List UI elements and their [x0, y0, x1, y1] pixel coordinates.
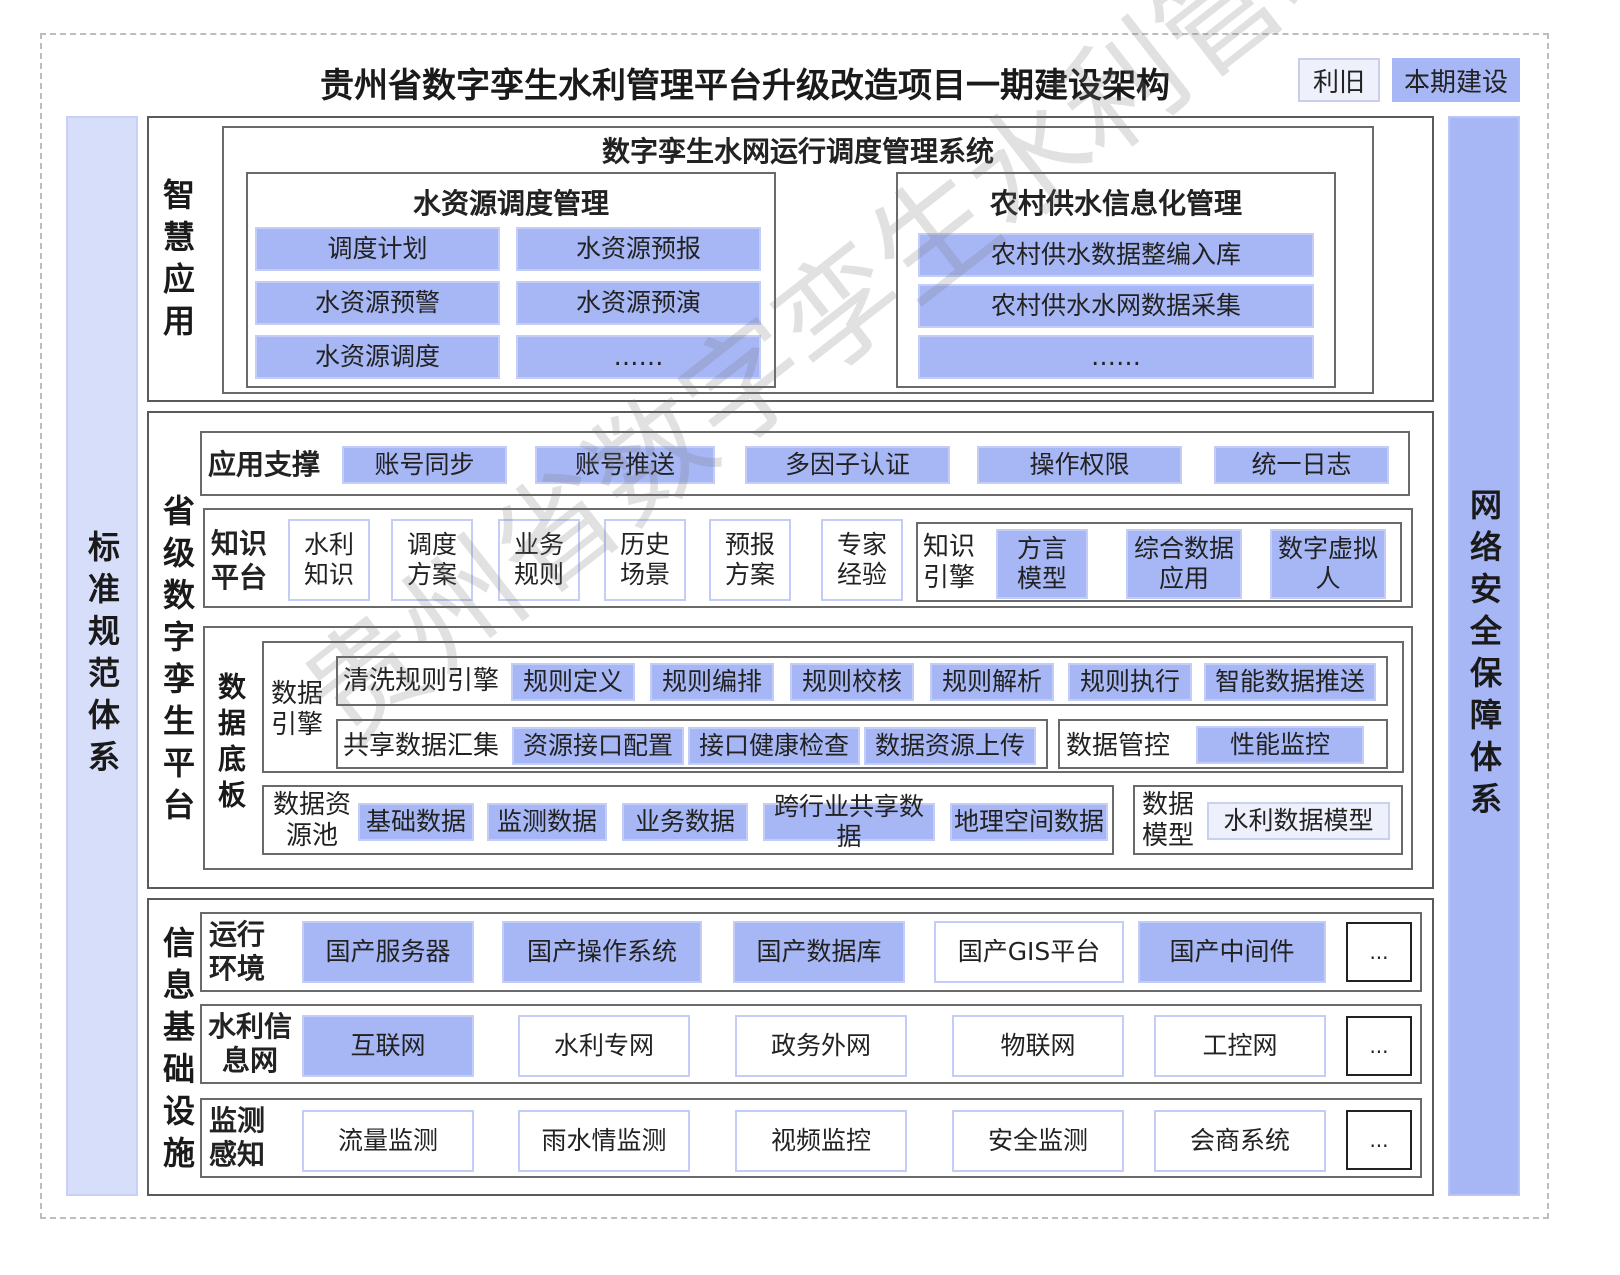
data-pool-item: 业务数据: [622, 803, 748, 841]
runtime-item: 国产数据库: [733, 921, 905, 983]
runtime-item: 国产GIS平台: [934, 921, 1124, 983]
knowledge-item: 业务规则: [498, 519, 580, 601]
rural-item: 农村供水水网数据采集: [918, 284, 1314, 328]
knowledge-engine-item: 综合数据应用: [1126, 529, 1242, 599]
network-label: 水利信息网: [207, 1010, 292, 1077]
clean-rule-item: 规则定义: [511, 663, 635, 701]
runtime-item: 国产服务器: [302, 921, 474, 983]
data-base-label: 数据底板: [214, 672, 247, 816]
water-item: ……: [516, 335, 761, 379]
network-item: 物联网: [952, 1015, 1124, 1077]
data-control-item: 性能监控: [1196, 726, 1364, 764]
water-item: 水资源调度: [255, 335, 500, 379]
sensing-more: ...: [1346, 1110, 1412, 1170]
knowledge-item: 水利知识: [288, 519, 370, 601]
standards-pillar-label: 标准规范体系: [83, 530, 121, 782]
network-item: 政务外网: [735, 1015, 907, 1077]
legend-new: 本期建设: [1392, 58, 1520, 102]
page-title: 贵州省数字孪生水利管理平台升级改造项目一期建设架构: [320, 66, 1170, 106]
app-support-item: 多因子认证: [745, 446, 950, 484]
knowledge-item: 历史场景: [604, 519, 686, 601]
app-support-label: 应用支撑: [207, 448, 320, 482]
data-model-label: 数据模型: [1141, 789, 1194, 851]
network-item: 互联网: [302, 1015, 474, 1077]
knowledge-engine-item: 数字虚拟人: [1270, 529, 1386, 599]
share-data-label: 共享数据汇集: [342, 731, 499, 762]
sensing-item: 流量监测: [302, 1110, 474, 1172]
share-data-item: 接口健康检查: [688, 727, 860, 765]
app-support-item: 操作权限: [977, 446, 1182, 484]
app-support-item: 统一日志: [1214, 446, 1389, 484]
share-data-item: 资源接口配置: [512, 727, 684, 765]
platform-label: 省级数字孪生平台: [158, 494, 196, 830]
sensing-label: 监测感知: [208, 1104, 265, 1171]
data-control-label: 数据管控: [1065, 731, 1170, 762]
data-pool-item: 地理空间数据: [950, 803, 1108, 841]
knowledge-item: 专家经验: [821, 519, 903, 601]
knowledge-engine-label: 知识引擎: [922, 531, 975, 593]
sensing-item: 安全监测: [952, 1110, 1124, 1172]
clean-rule-item: 规则编排: [650, 663, 774, 701]
water-dispatch-title: 水资源调度管理: [412, 187, 609, 221]
outer-frame: [40, 33, 1549, 1219]
water-item: 水资源预演: [516, 281, 761, 325]
clean-rule-item: 规则解析: [930, 663, 1054, 701]
system-title: 数字孪生水网运行调度管理系统: [601, 135, 994, 169]
runtime-more: ...: [1346, 922, 1412, 982]
app-support-item: 账号推送: [535, 446, 715, 484]
knowledge-item: 预报方案: [709, 519, 791, 601]
data-pool-item: 监测数据: [487, 803, 607, 841]
network-more: ...: [1346, 1016, 1412, 1076]
knowledge-label: 知识平台: [210, 527, 267, 594]
data-model-item: 水利数据模型: [1207, 802, 1390, 840]
network-item: 水利专网: [518, 1015, 690, 1077]
clean-rule-item: 规则执行: [1068, 663, 1192, 701]
water-item: 水资源预报: [516, 227, 761, 271]
security-pillar: 网络安全保障体系: [1448, 116, 1520, 1196]
clean-rule-item: 规则校核: [790, 663, 914, 701]
data-engine-label: 数据引擎: [270, 678, 323, 740]
infra-label: 信息基础设施: [158, 926, 196, 1178]
app-support-item: 账号同步: [342, 446, 507, 484]
water-item: 水资源预警: [255, 281, 500, 325]
knowledge-engine-item: 方言模型: [996, 529, 1088, 599]
share-data-item: 数据资源上传: [864, 727, 1036, 765]
runtime-item: 国产中间件: [1138, 921, 1326, 983]
sensing-item: 视频监控: [735, 1110, 907, 1172]
data-pool-item: 跨行业共享数据: [763, 792, 935, 851]
rural-item: 农村供水数据整编入库: [918, 233, 1314, 277]
data-pool-label: 数据资源池: [272, 789, 351, 851]
standards-pillar: 标准规范体系: [66, 116, 138, 1196]
clean-rule-label: 清洗规则引擎: [342, 666, 499, 697]
network-item: 工控网: [1154, 1015, 1326, 1077]
rural-water-title: 农村供水信息化管理: [989, 187, 1242, 221]
sensing-item: 雨水情监测: [518, 1110, 690, 1172]
runtime-label: 运行环境: [208, 918, 265, 985]
knowledge-item: 调度方案: [391, 519, 473, 601]
security-pillar-label: 网络安全保障体系: [1465, 488, 1503, 824]
rural-item: ……: [918, 335, 1314, 379]
legend-old: 利旧: [1298, 58, 1380, 102]
smart-app-label: 智慧应用: [158, 178, 196, 346]
runtime-item: 国产操作系统: [502, 921, 702, 983]
clean-rule-item: 智能数据推送: [1204, 663, 1376, 701]
sensing-item: 会商系统: [1154, 1110, 1326, 1172]
water-item: 调度计划: [255, 227, 500, 271]
data-pool-item: 基础数据: [358, 803, 474, 841]
